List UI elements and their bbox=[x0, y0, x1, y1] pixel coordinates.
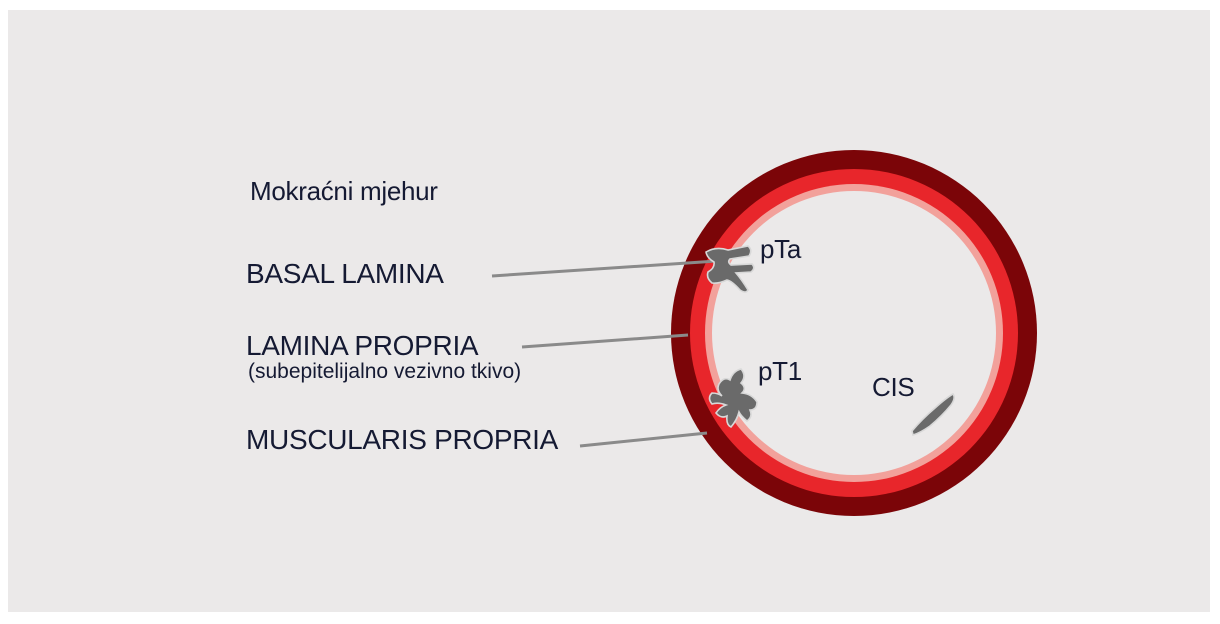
cis-lesion-shape bbox=[911, 392, 955, 436]
lamina-propria-pointer bbox=[521, 333, 689, 349]
muscularis-propria-label: MUSCULARIS PROPRIA bbox=[246, 424, 558, 455]
basal-lamina-pointer bbox=[491, 259, 718, 278]
lamina-propria-sublabel: (subepitelijalno vezivno tkivo) bbox=[248, 360, 522, 383]
pta-tumor-shape bbox=[705, 245, 755, 293]
pta-label: pTa bbox=[760, 234, 802, 264]
lamina-propria-label: LAMINA PROPRIA bbox=[246, 330, 479, 361]
pt1-label: pT1 bbox=[758, 356, 802, 386]
diagram-title: Mokraćni mjehur bbox=[250, 176, 438, 206]
bladder-lumen bbox=[712, 191, 996, 475]
muscularis-pointer bbox=[579, 431, 708, 448]
basal-lamina-label: BASAL LAMINA bbox=[246, 258, 444, 289]
cis-label: CIS bbox=[872, 372, 915, 402]
pt1-tumor-shape bbox=[708, 368, 758, 428]
